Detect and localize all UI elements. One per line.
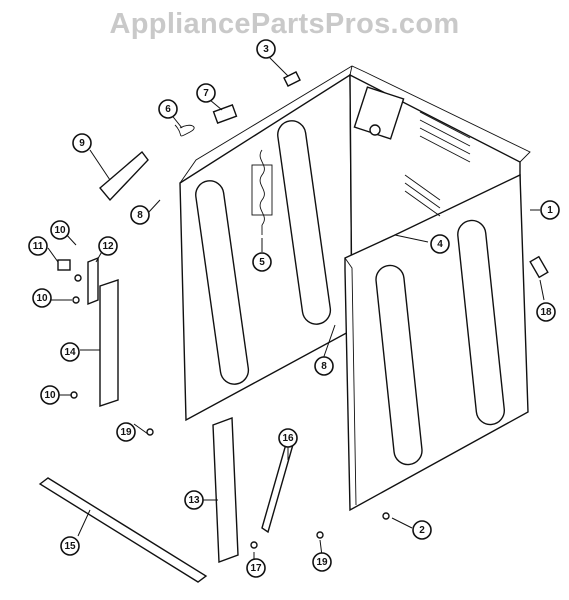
screw (382, 512, 390, 520)
part-12-bracket (87, 256, 99, 306)
callout-circle (60, 536, 80, 556)
callout-circle (312, 552, 332, 572)
callout-circle (536, 302, 556, 322)
callout-13: 13 (184, 490, 204, 510)
callout-1: 1 (540, 200, 560, 220)
part-3-clip (283, 71, 301, 87)
callout-17: 17 (246, 558, 266, 578)
callout-14: 14 (60, 342, 80, 362)
callout-19: 19 (312, 552, 332, 572)
callout-10: 10 (32, 288, 52, 308)
callout-label: 19 (120, 427, 132, 438)
part-13-front-rail (212, 417, 239, 563)
callout-circle (158, 99, 178, 119)
callout-circle (196, 83, 216, 103)
callout-label: 18 (540, 307, 552, 318)
panel-slot (457, 219, 506, 426)
part-14-left-rail (99, 279, 119, 407)
callout-label: 10 (44, 390, 56, 401)
screw (72, 296, 80, 304)
callout-16: 16 (278, 428, 298, 448)
callout-label: 7 (203, 88, 209, 99)
callout-circle (252, 252, 272, 272)
callout-label: 3 (263, 44, 269, 55)
callout-circle (116, 422, 136, 442)
callout-12: 12 (98, 236, 118, 256)
motor-bracket-hole (369, 124, 381, 136)
callout-circle (50, 220, 70, 240)
rear-vent-louvres (404, 111, 471, 217)
panel-slot (375, 264, 423, 466)
part-11-clip (57, 259, 71, 271)
callout-label: 6 (165, 104, 171, 115)
callout-5: 5 (252, 252, 272, 272)
callout-6: 6 (158, 99, 178, 119)
callout-label: 2 (419, 525, 425, 536)
part-7-switch (212, 104, 238, 124)
screw (316, 531, 324, 539)
callout-circle (412, 520, 432, 540)
callout-8: 8 (314, 356, 334, 376)
leader-lines (47, 55, 545, 560)
part-5-spring (251, 149, 273, 235)
callout-circle (314, 356, 334, 376)
callout-7: 7 (196, 83, 216, 103)
callout-label: 4 (437, 239, 443, 250)
callout-label: 16 (282, 433, 294, 444)
callout-2: 2 (412, 520, 432, 540)
callout-circle (130, 205, 150, 225)
callout-label: 19 (316, 557, 328, 568)
callout-10: 10 (40, 385, 60, 405)
callout-circle (98, 236, 118, 256)
callout-label: 5 (259, 257, 265, 268)
callout-circle (60, 342, 80, 362)
callout-19: 19 (116, 422, 136, 442)
screw (146, 428, 154, 436)
callout-circle (256, 39, 276, 59)
callout-label: 8 (321, 361, 327, 372)
callout-circle (184, 490, 204, 510)
callout-circle (32, 288, 52, 308)
callout-label: 15 (64, 541, 76, 552)
callout-circle (246, 558, 266, 578)
callout-label: 17 (250, 563, 262, 574)
part-9-bracket (99, 150, 149, 202)
part-6-wire-clip (174, 124, 195, 137)
screw (250, 541, 258, 549)
callout-circle (72, 133, 92, 153)
watermark-text: AppliancePartsPros.com (109, 8, 460, 40)
callout-3: 3 (256, 39, 276, 59)
cabinet-front-right-flange (344, 257, 357, 506)
panel-slot (195, 180, 250, 385)
callout-label: 13 (188, 495, 200, 506)
cabinet-top-flange (179, 65, 531, 184)
callout-circle (40, 385, 60, 405)
callout-label: 10 (54, 225, 66, 236)
callout-4: 4 (430, 234, 450, 254)
callout-circle (430, 234, 450, 254)
part-15-base-strip (38, 477, 208, 583)
callout-label: 10 (36, 293, 48, 304)
callout-circle (278, 428, 298, 448)
callout-circle (28, 236, 48, 256)
callout-circle (540, 200, 560, 220)
callout-9: 9 (72, 133, 92, 153)
callout-11: 11 (28, 236, 48, 256)
callout-label: 1 (547, 205, 553, 216)
callout-10: 10 (50, 220, 70, 240)
callout-15: 15 (60, 536, 80, 556)
callout-18: 18 (536, 302, 556, 322)
callout-label: 11 (33, 241, 44, 252)
callout-label: 12 (102, 241, 114, 252)
part-18-foot (529, 255, 549, 279)
callout-8: 8 (130, 205, 150, 225)
callout-label: 14 (64, 347, 76, 358)
panel-slot (277, 120, 332, 325)
screw (74, 274, 82, 282)
callout-label: 9 (79, 138, 85, 149)
callout-label: 8 (137, 210, 143, 221)
